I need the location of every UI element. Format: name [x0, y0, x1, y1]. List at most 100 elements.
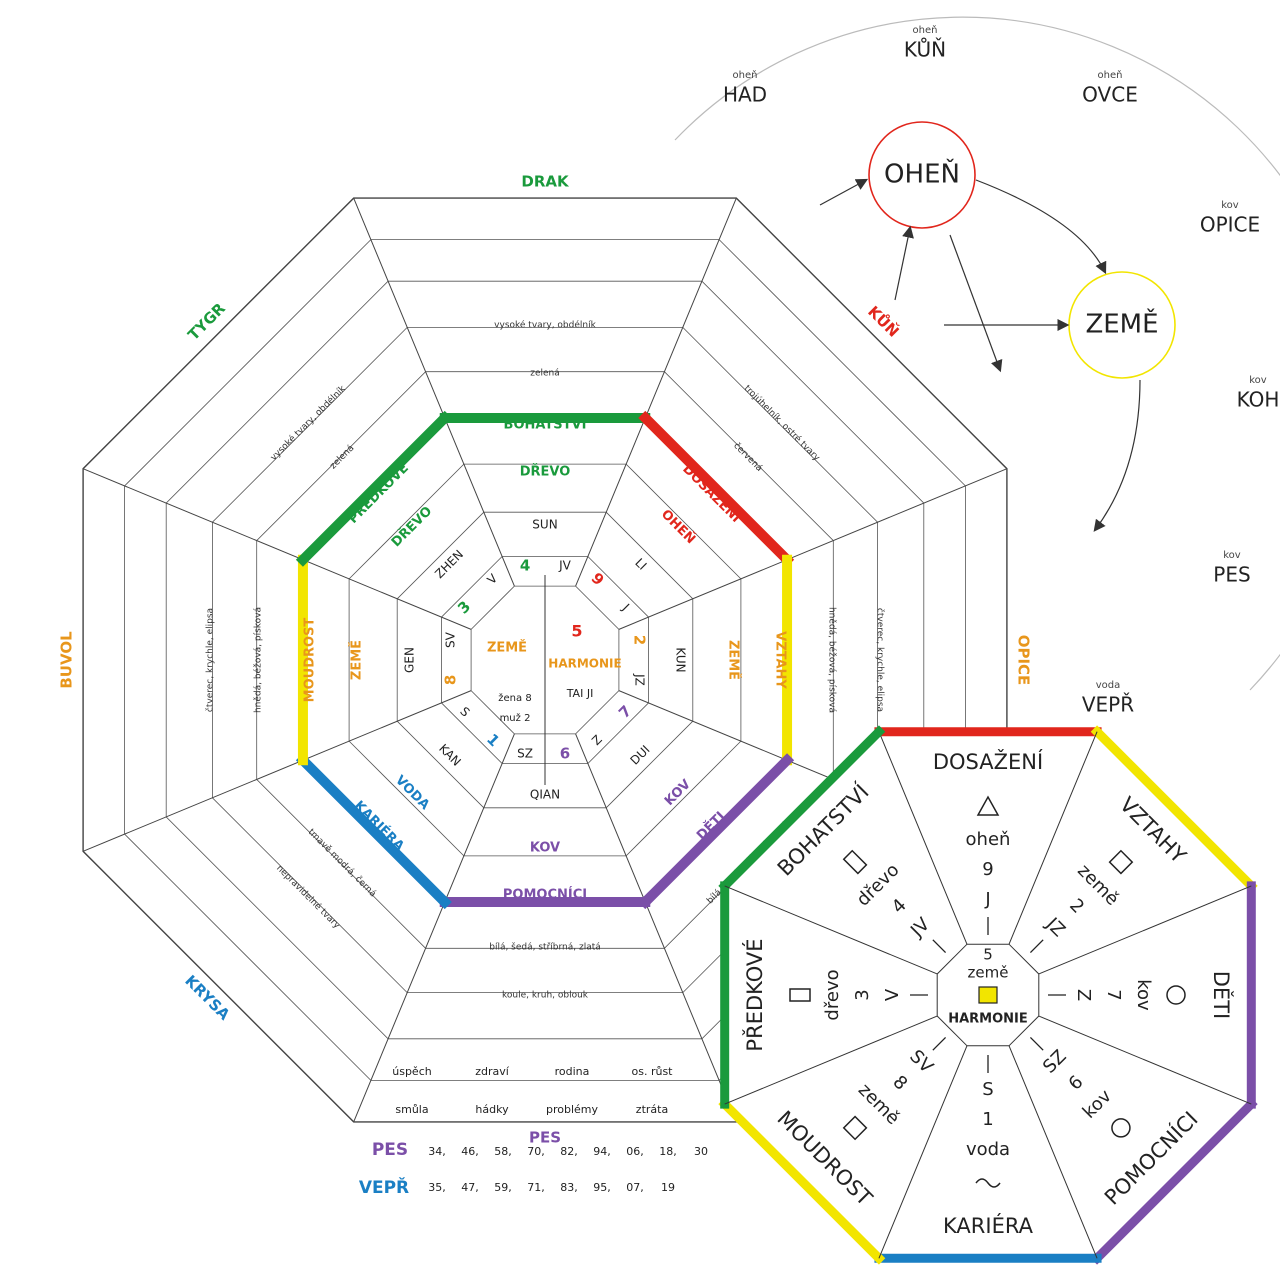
bagua-spoke	[575, 197, 737, 587]
rectangle-icon	[842, 849, 868, 875]
sector-element-label: ZEMĚ	[726, 640, 742, 680]
years-vepr-value: 47,	[461, 1181, 479, 1194]
luck-bad-label: hádky	[475, 1103, 509, 1116]
sector-number-label: 6	[560, 744, 570, 762]
years-vepr-value: 59,	[494, 1181, 512, 1194]
sector-animal-label: OPICE	[1015, 635, 1033, 686]
small-bagua: DOSAŽENÍoheň9JVZTAHYzemě2JZDĚTIkov7ZPOMO…	[718, 725, 1258, 1265]
years-vepr-value: 35,	[428, 1181, 446, 1194]
bagua-ring	[470, 585, 620, 735]
center-harmony: HARMONIE	[548, 657, 621, 671]
small-sector-direction: Z	[1073, 989, 1094, 1001]
cycle-animal-name: OPICE	[1200, 213, 1260, 237]
small-sector-spoke	[1008, 1045, 1098, 1259]
cycle-arrow	[949, 234, 1003, 373]
sector-shape-label: čtverec, krychle, elipsa	[875, 608, 886, 712]
sector-animal-label: DRAK	[521, 173, 570, 191]
sector-colours-label: hnědá, béžová, písková	[253, 607, 264, 713]
center-taiji: TAI JI	[566, 687, 594, 700]
years-pes-value: 18,	[659, 1145, 677, 1158]
cycle-animal-element: kov	[1221, 200, 1239, 211]
cycle-animal-element: oheň	[913, 24, 938, 36]
element-circle	[868, 121, 976, 229]
small-arrow	[932, 939, 947, 954]
cycle-arc	[674, 16, 1280, 691]
cycle-arrow	[819, 178, 869, 206]
sector-colours-label: bílá, šedá, stříbrná, zlatá	[489, 942, 601, 953]
small-sector-element: oheň	[966, 829, 1011, 850]
circle-icon	[1111, 1118, 1131, 1138]
sector-color-band	[295, 753, 452, 910]
luck-bad-label: ztráta	[636, 1103, 668, 1116]
center-woman: žena 8	[498, 692, 531, 704]
sector-trigram-label: KUN	[674, 647, 688, 672]
small-center-number: 5	[983, 946, 993, 964]
sector-shape-label: čtverec, krychle, elipsa	[205, 608, 216, 712]
bagua-spoke	[618, 468, 1008, 630]
sector-colours-label: zelená	[530, 369, 560, 379]
sector-shape-label: vysoké tvary, obdélník	[494, 320, 596, 331]
center-man: muž 2	[500, 712, 531, 724]
cycle-animal-element: voda	[1096, 680, 1121, 691]
small-sector-color-band	[1090, 1097, 1258, 1265]
center-number: 5	[571, 622, 582, 641]
small-sector-element: voda	[966, 1139, 1010, 1160]
luck-good-label: zdraví	[475, 1065, 510, 1078]
sector-trigram-label: GEN	[403, 647, 417, 673]
small-sector-number: 1	[982, 1109, 993, 1130]
sector-number-label: 8	[442, 675, 460, 685]
sector-trigram-label: SUN	[532, 518, 557, 532]
sector-number-label: 2	[630, 635, 648, 645]
sector-area-label: VZTAHY	[773, 631, 788, 689]
years-pes-value: 46,	[461, 1145, 479, 1158]
small-center-element: země	[968, 964, 1009, 982]
bagua-spoke	[353, 197, 515, 587]
small-sector-direction: S	[982, 1079, 993, 1100]
cycle-arrow	[975, 179, 1107, 275]
luck-good-label: rodina	[555, 1065, 590, 1078]
small-sector-number: 3	[852, 989, 873, 1000]
small-sector-area: DOSAŽENÍ	[933, 749, 1043, 774]
small-center-square-icon	[978, 986, 998, 1004]
luck-bad-label: problémy	[546, 1103, 599, 1116]
years-pes-value: 34,	[428, 1145, 446, 1158]
element-circle-label: OHEŇ	[884, 158, 960, 190]
cycle-animal-name: HAD	[723, 83, 767, 107]
small-sector-color-band	[718, 1097, 886, 1265]
circle-icon	[1166, 985, 1186, 1005]
sector-shape-label: koule, kruh, oblouk	[502, 991, 589, 1001]
sector-area-label: BOHATSTVÍ	[504, 417, 587, 433]
cycle-arrow	[1093, 379, 1141, 532]
rectangle-icon	[789, 988, 811, 1002]
bagua-spoke	[82, 468, 472, 630]
sector-direction-label: JZ	[632, 673, 646, 686]
small-sector-direction: J	[984, 889, 990, 910]
luck-good-label: os. růst	[632, 1065, 674, 1078]
sector-area-label: MOUDROST	[303, 618, 318, 703]
small-sector-area: DĚTI	[1209, 971, 1234, 1019]
bagua-spoke	[353, 733, 515, 1123]
small-arrow	[1029, 939, 1044, 954]
sector-color-band	[638, 410, 795, 567]
sector-element-label: DŘEVO	[520, 464, 571, 480]
sector-direction-label: JV	[558, 559, 572, 573]
sector-animal-label: PES	[529, 1129, 561, 1147]
element-cycle: oheňKŮŇoheňOVCEkovOPICEkovKOHkovPESvodaV…	[674, 16, 1280, 717]
years-pes-value: 30	[694, 1145, 708, 1158]
small-arrow	[932, 1036, 947, 1051]
years-vepr-value: 07,	[626, 1181, 644, 1194]
years-pes-value: 82,	[560, 1145, 578, 1158]
small-sector-area: KARIÉRA	[943, 1213, 1034, 1238]
square-icon	[1108, 849, 1134, 875]
luck-bad-label: smůla	[395, 1103, 428, 1116]
cycle-arrow	[894, 225, 914, 301]
triangle-icon	[976, 795, 1000, 816]
small-center-label: HARMONIE	[948, 1012, 1028, 1027]
small-sector-spoke	[724, 1015, 938, 1105]
small-sector-spoke	[1008, 731, 1098, 945]
small-sector-element: kov	[1133, 979, 1154, 1011]
cycle-animal-element: kov	[1223, 550, 1241, 561]
small-sector-number: 7	[1103, 989, 1124, 1000]
cycle-animal-name: OVCE	[1082, 83, 1138, 107]
wave-icon	[975, 1178, 1001, 1188]
